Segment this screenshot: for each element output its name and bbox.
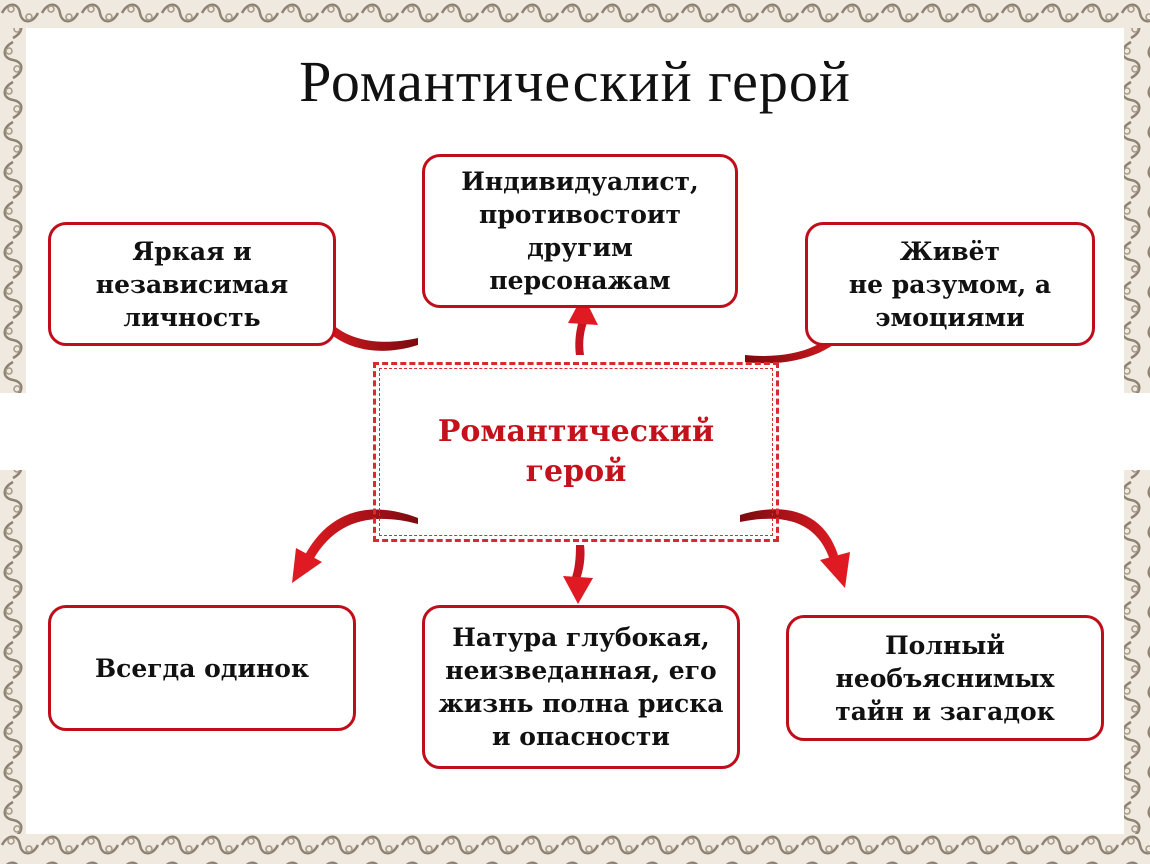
trait-text: Полный необъяснимых тайн и загадок bbox=[835, 630, 1055, 726]
trait-box-emotions: Живёт не разумом, а эмоциями bbox=[805, 222, 1095, 346]
trait-text: Живёт не разумом, а эмоциями bbox=[848, 236, 1052, 332]
trait-text: Яркая и независимая личность bbox=[95, 236, 289, 332]
trait-text: Натура глубокая, неизведанная, его жизнь… bbox=[438, 623, 724, 751]
trait-box-mysteries: Полный необъяснимых тайн и загадок bbox=[786, 615, 1104, 741]
arrow-to-bottom-right bbox=[740, 509, 850, 588]
trait-box-deep-nature: Натура глубокая, неизведанная, его жизнь… bbox=[422, 605, 740, 769]
arrow-to-top-center bbox=[568, 295, 598, 355]
trait-box-bright-personality: Яркая и независимая личность bbox=[48, 222, 336, 346]
arrow-to-bottom-center bbox=[563, 545, 593, 604]
trait-box-always-alone: Всегда одинок bbox=[48, 605, 356, 731]
arrow-to-bottom-left bbox=[292, 509, 418, 583]
slide-title: Романтический герой bbox=[299, 49, 851, 114]
trait-text: Всегда одинок bbox=[94, 653, 310, 683]
trait-box-individualist: Индивидуалист, противостоит другим персо… bbox=[422, 154, 738, 308]
trait-text: Индивидуалист, противостоит другим персо… bbox=[461, 167, 699, 295]
central-concept: Романтический герой bbox=[373, 362, 779, 542]
central-concept-label: Романтический герой bbox=[437, 414, 715, 489]
